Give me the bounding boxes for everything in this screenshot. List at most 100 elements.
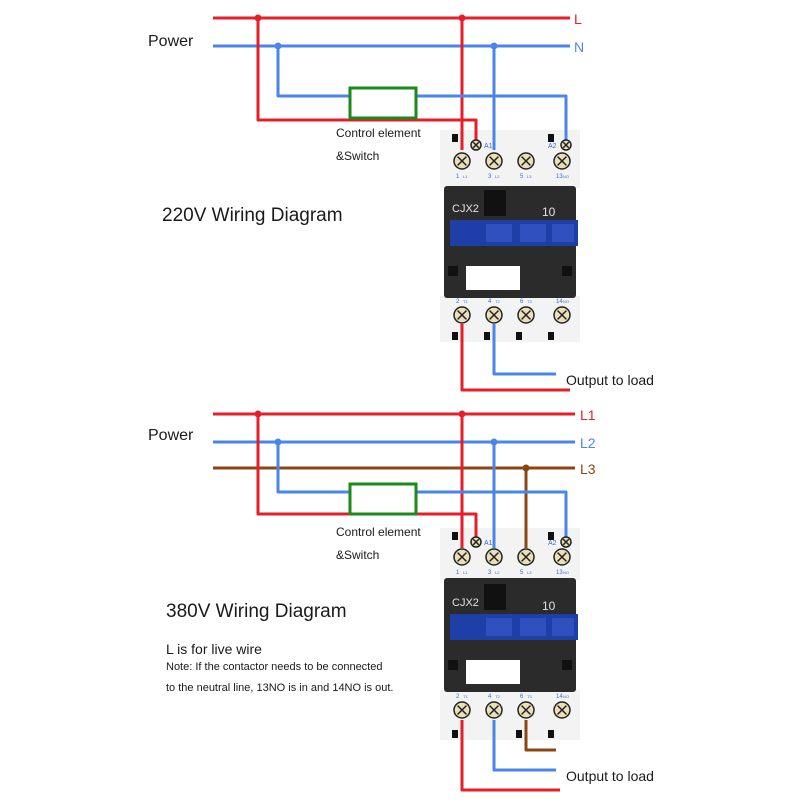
terminal-screw-bottom-6 — [517, 306, 535, 324]
contactor-model: CJX2 — [452, 203, 479, 215]
tab — [548, 332, 554, 340]
terminal-label-top: 5 — [520, 570, 524, 576]
tab — [548, 532, 554, 540]
tab — [452, 134, 458, 142]
terminal-label-bottom: 4 — [488, 299, 492, 305]
terminal-label-top: 1 — [456, 174, 460, 180]
terminal-screw-bottom-2 — [453, 306, 471, 324]
armature-segment — [552, 224, 574, 242]
terminal-sublabel-top: L1 — [463, 570, 468, 575]
terminal-screw-top-3 — [485, 548, 503, 566]
note-line-2: to the neutral line, 13NO is in and 14NO… — [166, 682, 393, 694]
terminal-screw-top-13 — [553, 548, 571, 566]
body-notch — [562, 660, 572, 670]
contactor-label-plate — [466, 660, 520, 684]
output-label: Output to load — [566, 372, 654, 388]
terminal-screw-bottom-2 — [453, 701, 471, 719]
note-line-1: Note: If the contactor needs to be conne… — [166, 661, 382, 673]
wires-220v — [213, 16, 570, 392]
coil-terminal-a2 — [560, 139, 572, 151]
control-element-label: Control element — [336, 126, 421, 140]
diagram-220v: CJX2 10 — [148, 11, 654, 392]
armature-segment — [520, 224, 546, 242]
coil-terminal-a2 — [560, 536, 572, 548]
wire-output-red — [460, 720, 560, 792]
terminal-sublabel-top: L2 — [495, 570, 500, 575]
line-label-l: L — [574, 11, 582, 27]
wire-output-blue — [492, 720, 556, 772]
armature-segment — [552, 618, 574, 636]
wire-output-brown — [524, 720, 556, 752]
wire-control-neutral-in — [276, 46, 350, 98]
contactor-model: CJX2 — [452, 597, 479, 609]
terminal-screw-bottom-4 — [485, 306, 503, 324]
terminal-screw-top-3 — [485, 152, 503, 170]
terminal-sublabel-bottom: T1 — [463, 694, 468, 699]
coil-label-a1: A1 — [484, 143, 493, 150]
power-label: Power — [148, 427, 194, 444]
wire-control-live — [256, 414, 478, 538]
diagram-title: 220V Wiring Diagram — [162, 205, 343, 226]
terminal-sublabel-top: NO — [563, 570, 569, 575]
junction-dot — [274, 438, 282, 446]
terminal-sublabel-bottom: T1 — [463, 299, 468, 304]
armature-segment — [520, 618, 546, 636]
terminal-sublabel-bottom: NO — [563, 694, 569, 699]
terminal-screw-bottom-14 — [553, 306, 571, 324]
note-title: L is for live wire — [166, 641, 262, 657]
terminal-screw-top-1 — [453, 548, 471, 566]
terminal-label-bottom: 6 — [520, 299, 524, 305]
line-label-n: N — [574, 39, 584, 55]
terminal-label-top: 3 — [488, 570, 492, 576]
coil-terminal-a1 — [470, 536, 482, 548]
junction-dot — [254, 14, 262, 22]
wire-control-live — [256, 18, 478, 140]
terminal-sublabel-bottom: T2 — [495, 299, 500, 304]
terminal-label-top: 5 — [520, 174, 524, 180]
junction-dot — [490, 438, 498, 446]
terminal-screw-bottom-14 — [553, 701, 571, 719]
terminal-screw-top-5 — [517, 152, 535, 170]
terminal-label-bottom: 2 — [456, 694, 460, 700]
control-switch-label: &Switch — [336, 149, 379, 163]
terminal-label-bottom: 4 — [488, 694, 492, 700]
tab — [516, 730, 522, 738]
body-notch — [562, 266, 572, 276]
wire-output-red — [460, 324, 570, 392]
line-label-l3: L3 — [580, 461, 596, 477]
tab — [516, 332, 522, 340]
tab — [548, 134, 554, 142]
contactor-label-plate — [466, 266, 520, 290]
output-label: Output to load — [566, 768, 654, 784]
terminal-sublabel-bottom: T2 — [495, 694, 500, 699]
terminal-label-bottom: 14 — [556, 299, 563, 305]
diagram-title: 380V Wiring Diagram — [166, 601, 347, 622]
tab — [452, 532, 458, 540]
line-label-l2: L2 — [580, 435, 596, 451]
armature-segment — [486, 618, 512, 636]
body-notch — [448, 266, 458, 276]
terminal-sublabel-top: L3 — [527, 174, 532, 179]
terminal-sublabel-bottom: T3 — [527, 694, 532, 699]
terminal-screw-bottom-4 — [485, 701, 503, 719]
tab — [484, 332, 490, 340]
tab — [452, 332, 458, 340]
terminal-screw-top-5 — [517, 548, 535, 566]
terminal-label-bottom: 6 — [520, 694, 524, 700]
tab — [452, 730, 458, 738]
contactor-window — [484, 190, 506, 216]
terminal-sublabel-top: NO — [563, 174, 569, 179]
line-label-l1: L1 — [580, 407, 596, 423]
junction-dot — [458, 14, 466, 22]
terminal-screw-top-13 — [553, 152, 571, 170]
terminal-label-bottom: 14 — [556, 694, 563, 700]
junction-dot — [274, 42, 282, 50]
control-switch-label: &Switch — [336, 548, 379, 562]
coil-terminal-a1 — [470, 139, 482, 151]
diagram-380v: CJX2 10 — [148, 407, 654, 792]
coil-label-a2: A2 — [548, 540, 557, 547]
wire-control-in — [276, 442, 350, 494]
wire-control-to-a2 — [416, 94, 568, 140]
